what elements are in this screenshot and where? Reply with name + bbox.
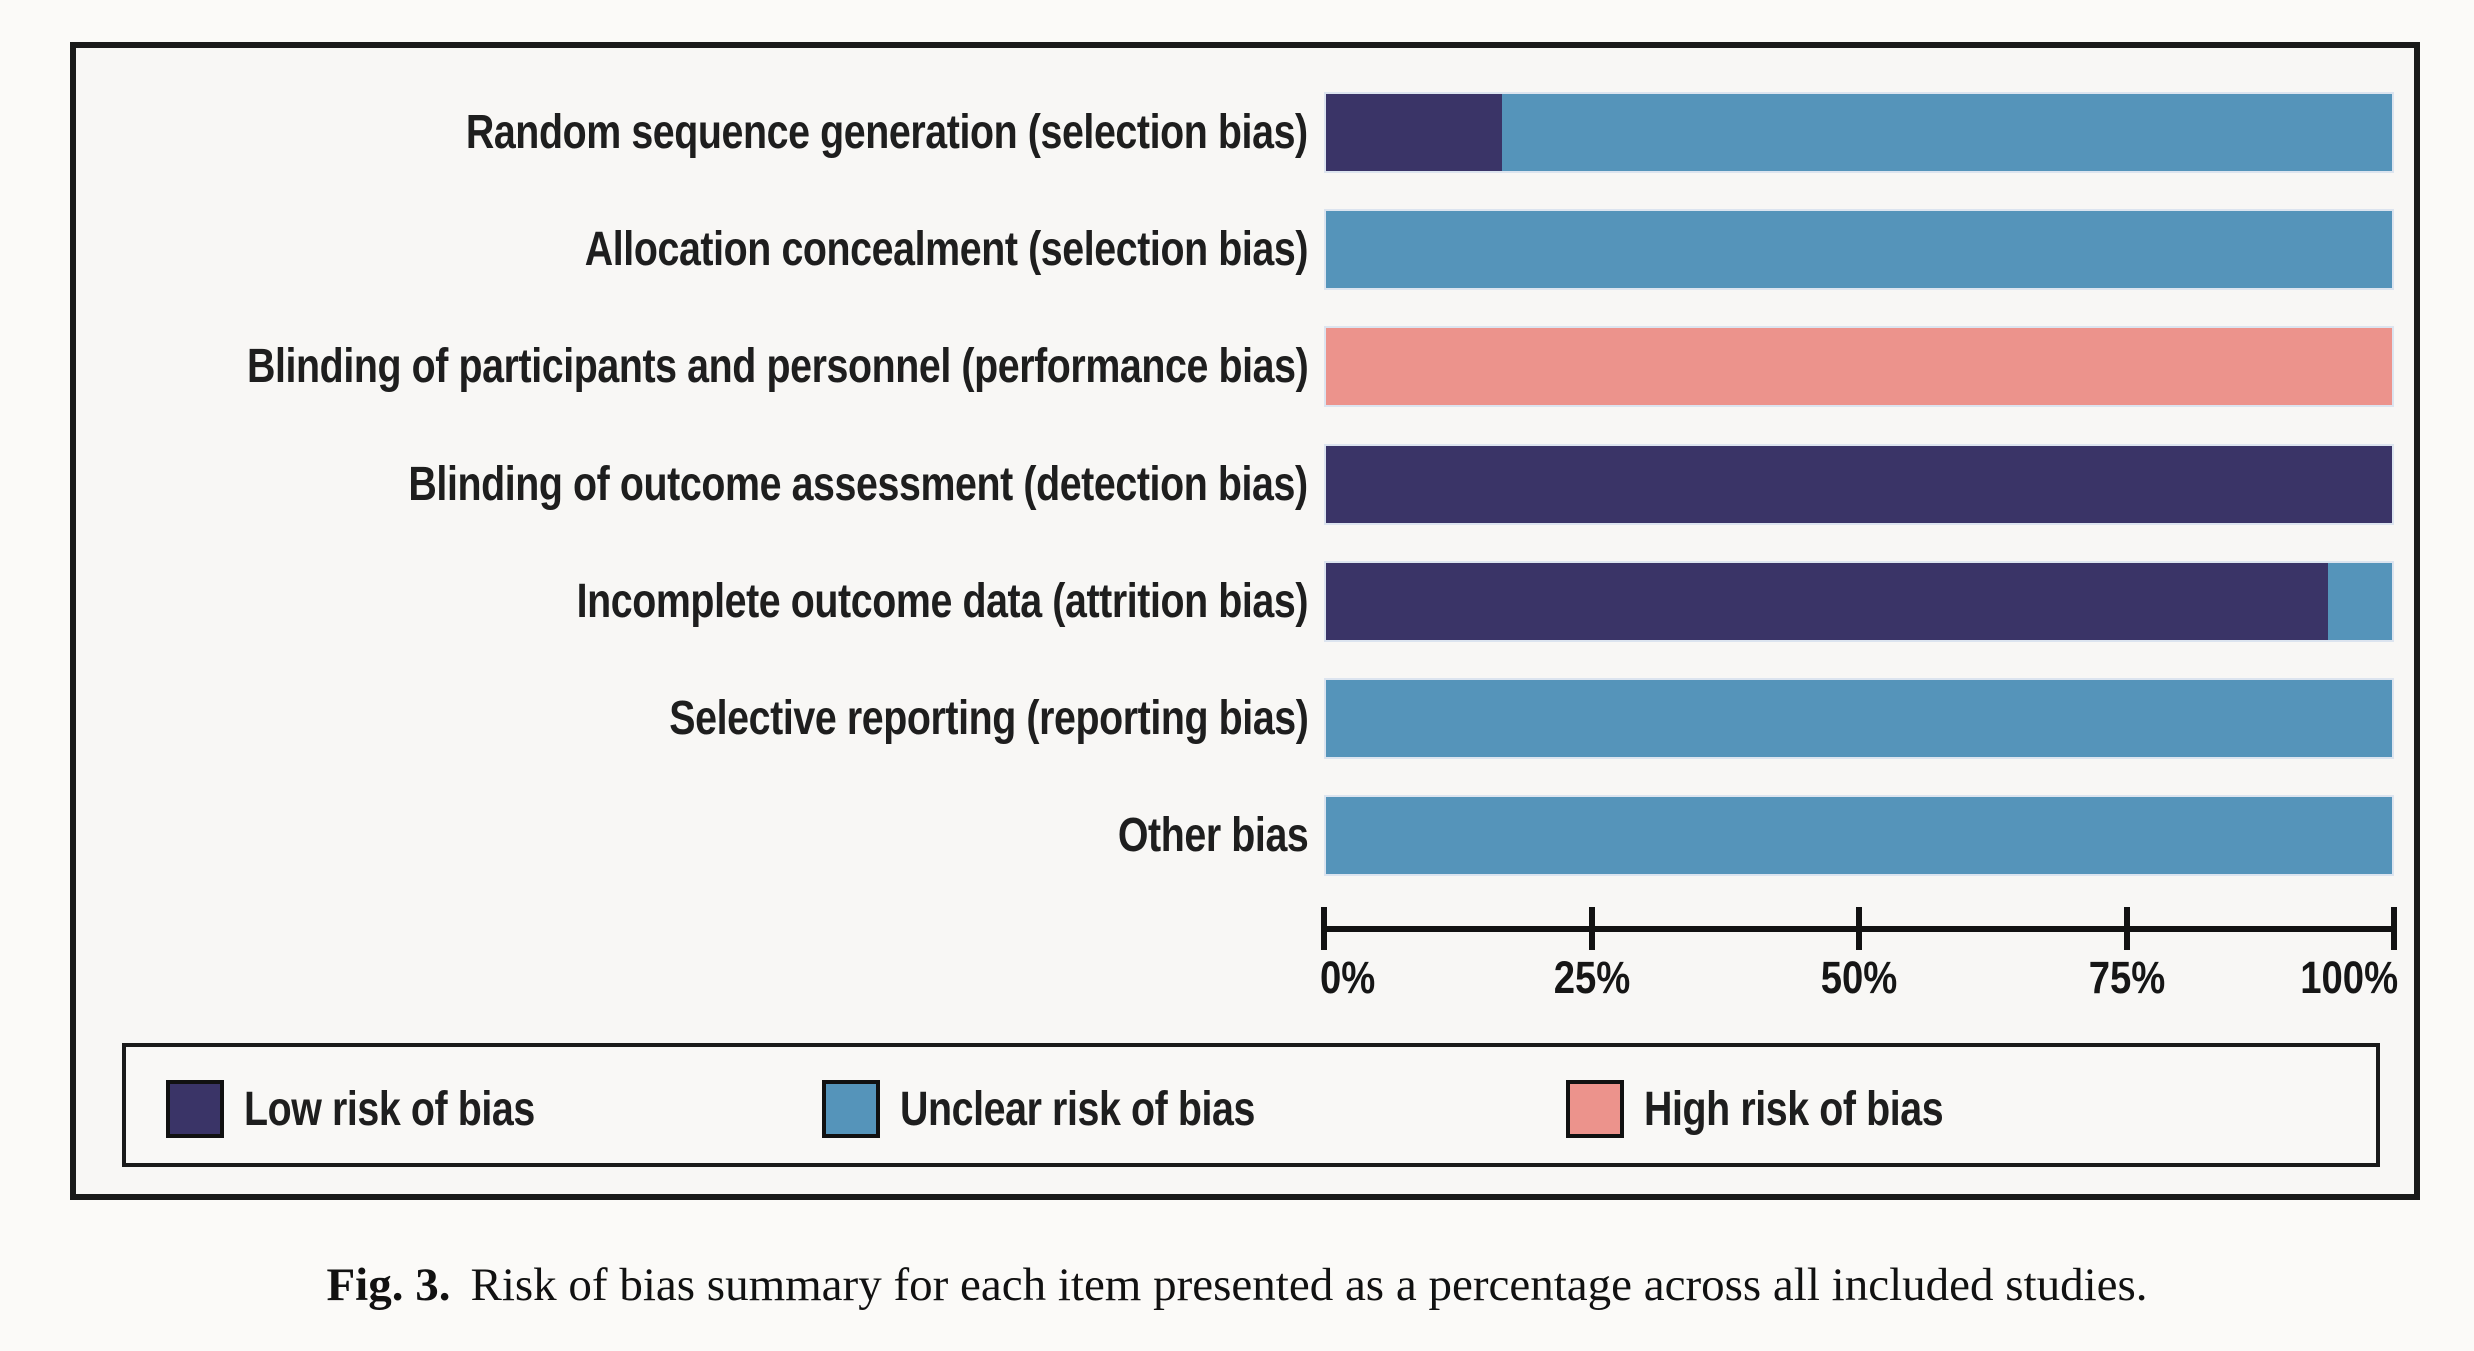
x-axis-tick-label: 25% bbox=[1553, 952, 1631, 1003]
bar bbox=[1324, 92, 2394, 173]
x-axis-tick-label: 0% bbox=[1320, 952, 1376, 1003]
bar bbox=[1324, 209, 2394, 290]
x-axis-tick bbox=[1321, 907, 1327, 950]
legend-label-low: Low risk of bias bbox=[244, 1082, 535, 1136]
bar-segment-low bbox=[1326, 446, 2392, 523]
x-axis-tick-label: 100% bbox=[2300, 952, 2398, 1003]
bar-segment-unclear bbox=[1326, 797, 2392, 874]
figure-caption: Fig. 3. Risk of bias summary for each ite… bbox=[0, 1258, 2474, 1312]
row-label: Selective reporting (reporting bias) bbox=[668, 692, 1309, 745]
legend-label-high: High risk of bias bbox=[1644, 1082, 1944, 1136]
bar-segment-unclear bbox=[2328, 563, 2392, 640]
bar-segment-low bbox=[1326, 563, 2329, 640]
x-axis-tick-label: 50% bbox=[1820, 952, 1898, 1003]
x-axis-tick-label: 75% bbox=[2088, 952, 2166, 1003]
legend-label-unclear: Unclear risk of bias bbox=[900, 1082, 1255, 1136]
x-axis-tick bbox=[1856, 907, 1862, 950]
bar bbox=[1324, 678, 2394, 759]
bar bbox=[1324, 326, 2394, 407]
legend-swatch-unclear bbox=[822, 1080, 880, 1138]
bar-segment-unclear bbox=[1326, 680, 2392, 757]
x-axis-tick bbox=[2124, 907, 2130, 950]
bar-segment-high bbox=[1326, 328, 2392, 405]
row-label: Blinding of outcome assessment (detectio… bbox=[408, 458, 1309, 511]
row-label: Random sequence generation (selection bi… bbox=[466, 106, 1308, 159]
bar bbox=[1324, 795, 2394, 876]
bar-segment-low bbox=[1326, 94, 1502, 171]
row-label: Incomplete outcome data (attrition bias) bbox=[576, 575, 1308, 628]
caption-text: Risk of bias summary for each item prese… bbox=[470, 1259, 2148, 1311]
x-axis-tick bbox=[1589, 907, 1595, 950]
bar bbox=[1324, 561, 2394, 642]
x-axis-tick bbox=[2391, 907, 2397, 950]
caption-figure-number: Fig. 3. bbox=[326, 1259, 451, 1311]
legend-swatch-low bbox=[166, 1080, 224, 1138]
legend-box bbox=[122, 1043, 2380, 1167]
bar bbox=[1324, 444, 2394, 525]
bar-segment-unclear bbox=[1326, 211, 2392, 288]
bar-segment-unclear bbox=[1501, 94, 2392, 171]
legend-swatch-high bbox=[1566, 1080, 1624, 1138]
row-label: Other bias bbox=[1117, 809, 1308, 862]
row-label: Allocation concealment (selection bias) bbox=[584, 223, 1309, 276]
row-label: Blinding of participants and personnel (… bbox=[246, 340, 1309, 393]
